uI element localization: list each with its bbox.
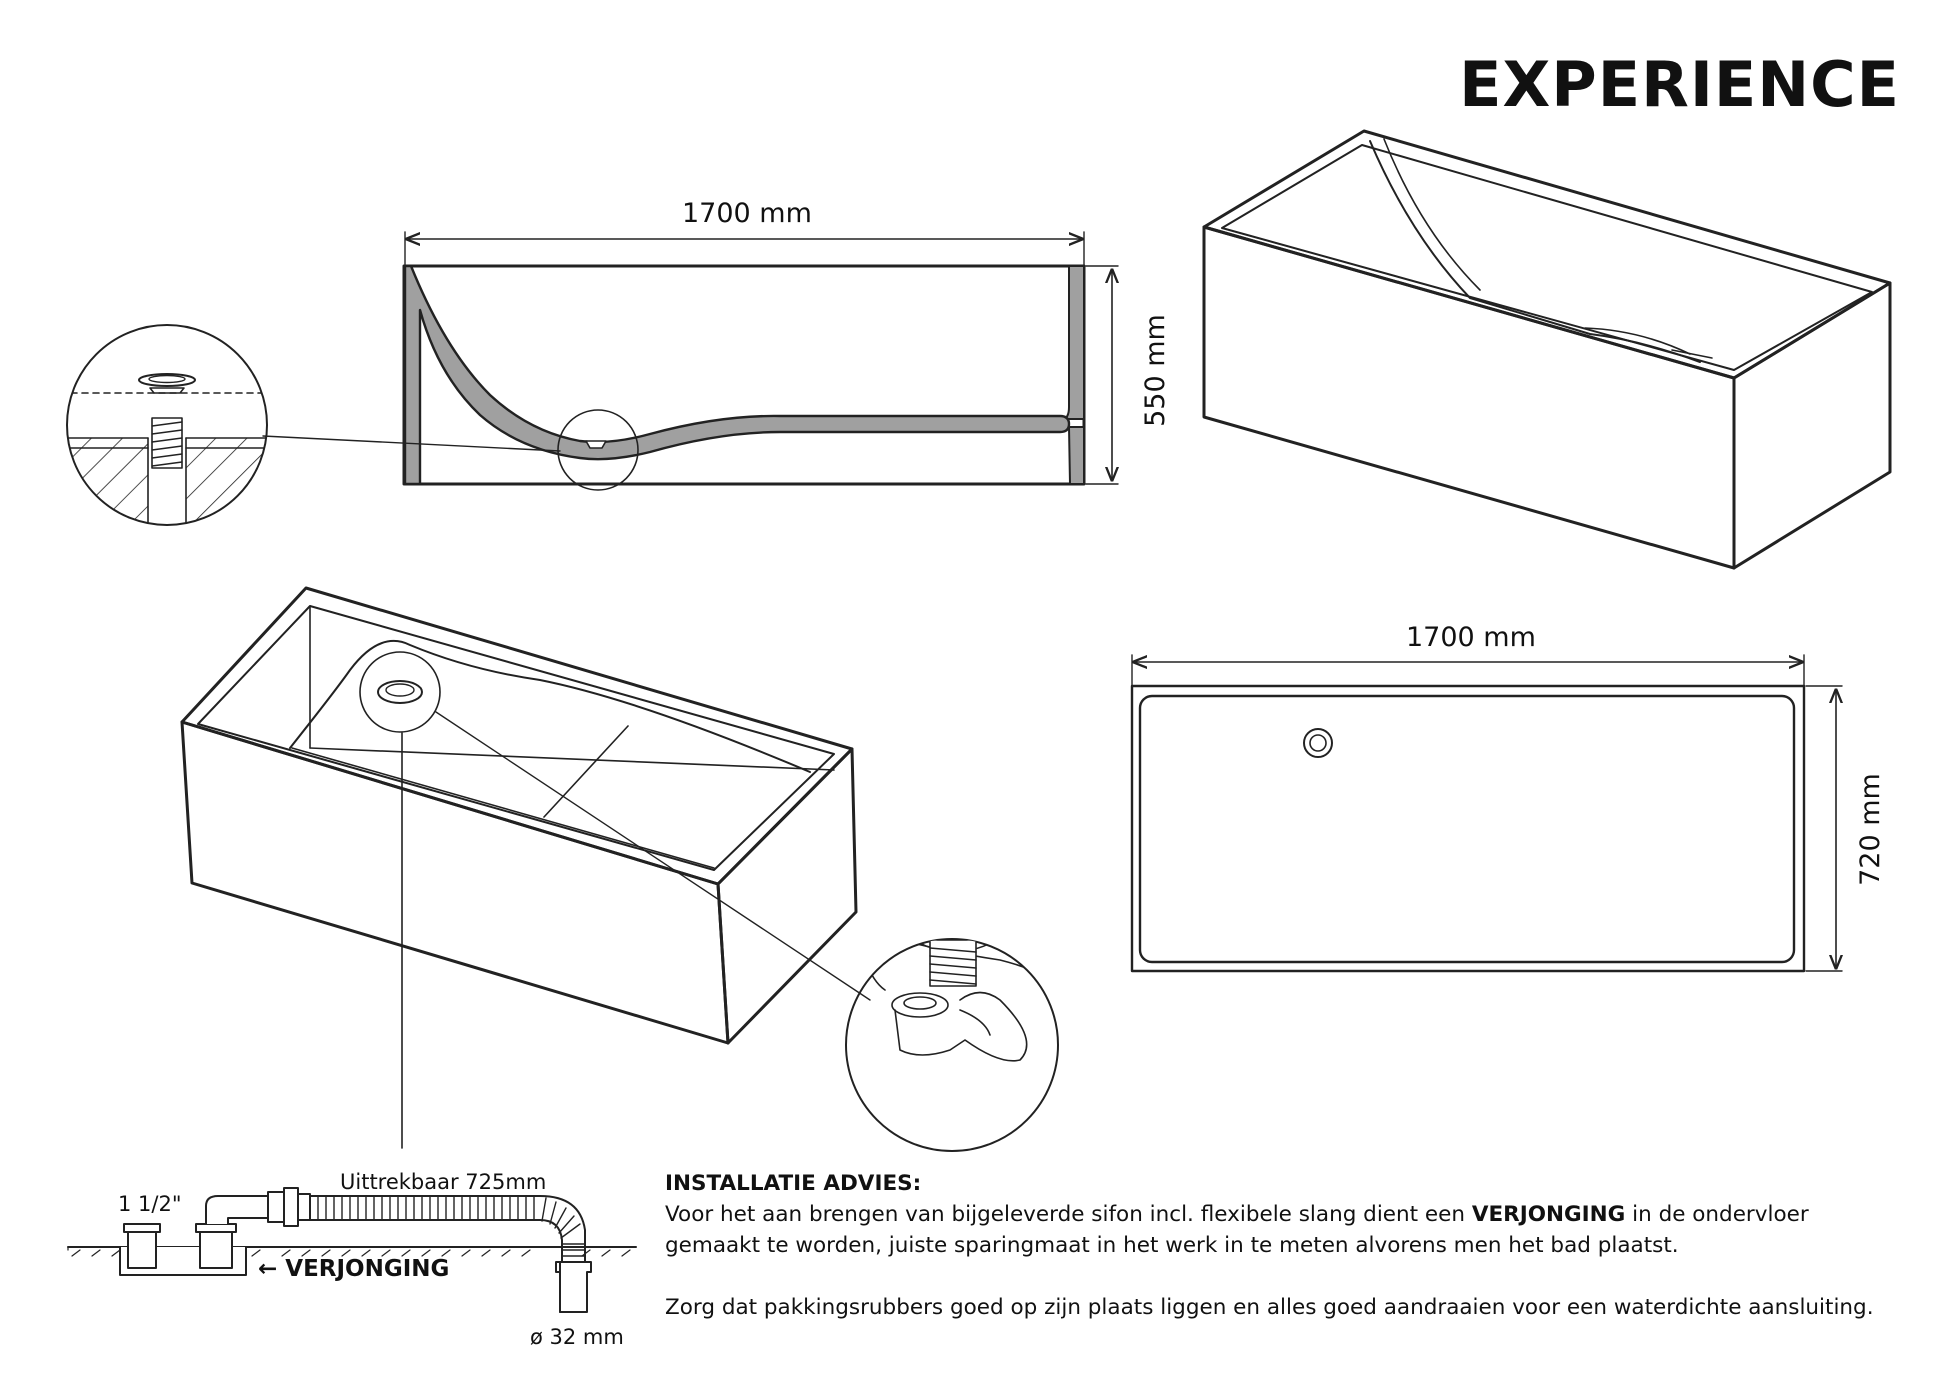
advice-heading: INSTALLATIE ADVIES: — [665, 1171, 922, 1196]
siphon-schematic — [67, 1187, 637, 1313]
pipe-diameter-label: ø 32 mm — [530, 1325, 624, 1349]
pipe-size-label: 1 1/2" — [118, 1192, 182, 1216]
extendable-length-label: Uittrekbaar 725mm — [340, 1170, 547, 1194]
isometric-view-left — [180, 586, 871, 1149]
side-width-label: 1700 mm — [682, 198, 812, 229]
top-depth-label: 720 mm — [1854, 773, 1886, 886]
advice-paragraph-2: Zorg dat pakkingsrubbers goed op zijn pl… — [665, 1295, 1874, 1320]
top-view — [1130, 654, 1842, 973]
side-height-label: 550 mm — [1139, 314, 1171, 427]
siphon-detail-circle — [845, 938, 1059, 1152]
advice-emphasis: VERJONGING — [1471, 1202, 1626, 1227]
isometric-view-right — [1202, 129, 1892, 570]
reducer-label: ← VERJONGING — [258, 1256, 450, 1282]
drain-detail-circle — [66, 324, 268, 526]
advice-paragraph-1: Voor het aan brengen van bijgeleverde si… — [665, 1202, 1809, 1258]
installation-advice: INSTALLATIE ADVIES: Voor het aan brengen… — [665, 1168, 1885, 1323]
side-section-view — [262, 231, 1086, 491]
side-height-dimension — [1085, 265, 1118, 485]
brand-title: EXPERIENCE — [1459, 48, 1900, 121]
top-width-label: 1700 mm — [1406, 622, 1536, 653]
